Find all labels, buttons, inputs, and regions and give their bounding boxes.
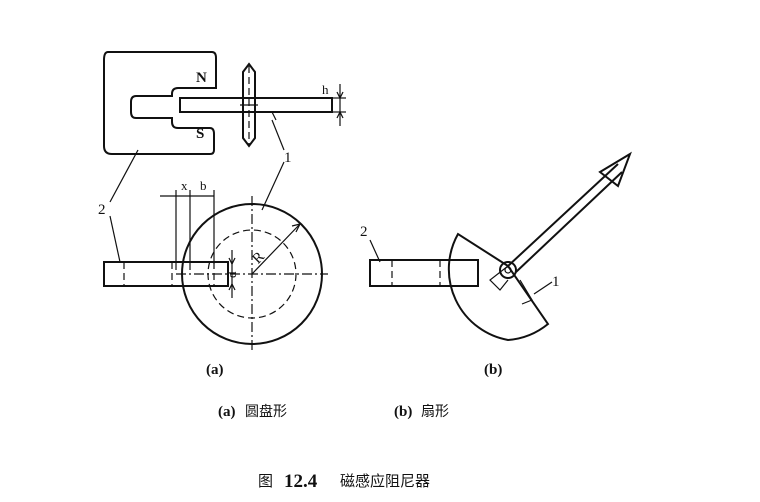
figure-title: 磁感应阻尼器: [340, 472, 430, 490]
caption-b-prefix: (b): [394, 404, 412, 420]
magnet-bar-a: [103, 261, 229, 287]
caption-a-prefix: (a): [218, 404, 236, 420]
sub-label-a: (a): [206, 362, 224, 378]
magnet-s-label: S: [196, 126, 204, 142]
dim-h-label: h: [322, 82, 329, 97]
dim-x-label: x: [181, 178, 188, 193]
dim-b-label: b: [200, 178, 207, 193]
part-1-label-a: 1: [284, 150, 292, 166]
magnet-n-label: N: [196, 70, 207, 86]
caption-a-text: 圆盘形: [245, 403, 287, 420]
figure-prefix: 图: [258, 472, 273, 490]
part-1-label-b: 1: [552, 274, 560, 290]
part-2-label-b: 2: [360, 224, 368, 240]
sector-damper: 2 1 (b): [360, 151, 632, 378]
pivot: [499, 261, 517, 279]
c-magnet: [103, 51, 217, 155]
figure-number: 12.4: [284, 471, 318, 492]
pointer-arrowhead: [598, 151, 632, 188]
caption-b-text: 扇形: [421, 404, 449, 420]
magnet-bar-b: [369, 259, 479, 287]
side-view: N S h: [103, 51, 346, 155]
sector: [447, 232, 550, 342]
disc-damper: R x b d (a): [103, 178, 328, 378]
dim-d-label: d: [224, 271, 239, 278]
part-2-label-a: 2: [98, 202, 106, 218]
sub-label-b: (b): [484, 362, 502, 378]
